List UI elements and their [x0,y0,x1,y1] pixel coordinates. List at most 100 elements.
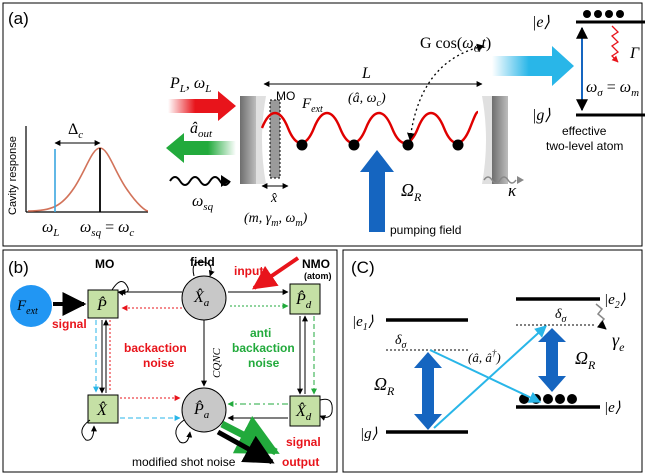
mo-node-label: MO [95,257,114,271]
omega-l-tick: ωL [42,219,59,239]
atom-dot-1 [296,139,308,151]
atom-gamma-label: Γ [629,45,640,62]
input-laser-arrow [168,91,236,121]
delta-label: Δc [68,121,83,141]
movable-oscillator [269,99,281,179]
atom-population-2 [594,10,602,18]
anti-label-1: anti [250,326,271,340]
delta-left-label: δσ [395,333,408,351]
leakage-wave [483,176,517,184]
output-field-arrow [166,133,236,163]
backaction-label-1: backaction [124,341,187,355]
shot-noise-label: modified shot noise [132,455,236,469]
loop-xd [319,398,333,421]
rabi-arrow-right [538,328,566,392]
output-field-label: âout [190,120,213,140]
panel-c-tag: (C) [351,258,375,277]
drive-field-arrow [492,46,574,86]
panel-a-frame [2,2,643,247]
rabi-label-right: ΩR [575,348,596,372]
pumping-field-label: pumping field [390,223,461,237]
node-pa [181,387,227,433]
loop-xa [192,261,215,277]
level-e1-label: |e1⟩ [352,314,374,333]
signal-in-label: signal [52,317,87,331]
right-mirror-coating [482,96,492,184]
atom-ground-label: |g⟩ [532,107,551,124]
node-x-mo [87,394,119,424]
fixed-left-mirror [240,96,256,184]
atom-excited-label: |e⟩ [532,14,551,31]
atom-decay-wave [610,25,620,63]
omega-sq-tick: ωsq = ωc [80,219,134,239]
nmo-sublabel: (atom) [304,271,332,281]
atom-omega-label: ωσ = ωm [586,79,639,99]
gamma-label-c: γe [612,330,625,354]
mirror-params: (m, γm, ωm) [244,211,308,229]
atom-dot-4 [452,139,464,151]
delta-right-label: δσ [555,307,568,325]
panel-b-frame [2,249,338,473]
atom-dot-3 [402,139,414,151]
rabi-arrow-left [414,352,442,430]
effective-atom: |e⟩ |g⟩ ωσ = ωm Γ effective two-level at… [532,10,645,153]
anti-label-2: backaction [232,341,295,355]
squeezed-input-wave [169,176,231,186]
loop-x-mo [81,419,97,441]
mode-label-c: (â, â†) [468,348,501,365]
atom-population-3 [605,10,613,18]
rabi-label-left: ΩR [374,374,395,398]
atom-dot-2 [348,139,360,151]
input-laser-label: PL, ωL [169,75,211,95]
node-p-mo [87,289,119,319]
pump-field-arrow [360,150,394,232]
signal-out-label: signal [286,435,321,449]
output-label: output [282,455,319,469]
atom-drive-link [407,43,485,141]
atom-population-4 [616,10,624,18]
coupling-arrow-down [429,349,542,403]
population-dot-3 [543,394,553,404]
population-dot-5 [567,394,577,404]
backaction-label-2: noise [143,356,175,370]
node-p-mo-label: P̂ [96,295,107,314]
leakage-arrowhead [517,176,524,184]
left-mirror-coating [256,96,266,184]
displacement-label: x̂ [270,191,278,206]
cavity-mode-label: (â, ωc) [348,91,386,109]
anti-label-3: noise [248,356,280,370]
cavity-response-plot: Cavity response Δc ωL ωsq = ωc [7,121,149,239]
panel-c-frame [342,249,643,473]
fixed-right-mirror [492,96,508,184]
node-x-mo-label: X̂ [96,400,108,419]
atom-caption-line1: effective [562,124,607,138]
squeezed-label: ωsq [192,193,214,213]
shot-noise-arrow [216,429,275,465]
atom-population-1 [583,10,591,18]
cqnc-label: CQNC [211,347,223,378]
mo-label: MO [276,89,295,103]
lorentzian-curve [27,147,149,212]
coupling-arrow-up [433,325,547,429]
squeezed-arrowhead [221,175,230,187]
decay-wave-c [595,303,607,330]
panel-b-tag: (b) [8,258,29,277]
input-label-b: input [234,264,263,278]
force-label: Fext [301,96,323,115]
input-arrow-b [252,256,300,290]
level-e-label: |e⟩ [604,400,621,416]
drive-label: G cos(ωGt) [420,35,491,55]
kappa-label: κ [508,181,517,200]
rabi-label-a: ΩR [401,180,422,204]
node-xd [289,395,321,427]
cavity-mode [260,110,479,145]
loop-pa [175,419,193,444]
panel-a-tag: (a) [8,9,29,28]
population-dot-4 [555,394,565,404]
atom-caption-line2: two-level atom [546,139,623,153]
nmo-label: NMO [302,257,330,271]
force-node [10,285,52,327]
cavity-length-label: L [361,65,371,82]
level-e2-label: |e2⟩ [604,292,626,311]
